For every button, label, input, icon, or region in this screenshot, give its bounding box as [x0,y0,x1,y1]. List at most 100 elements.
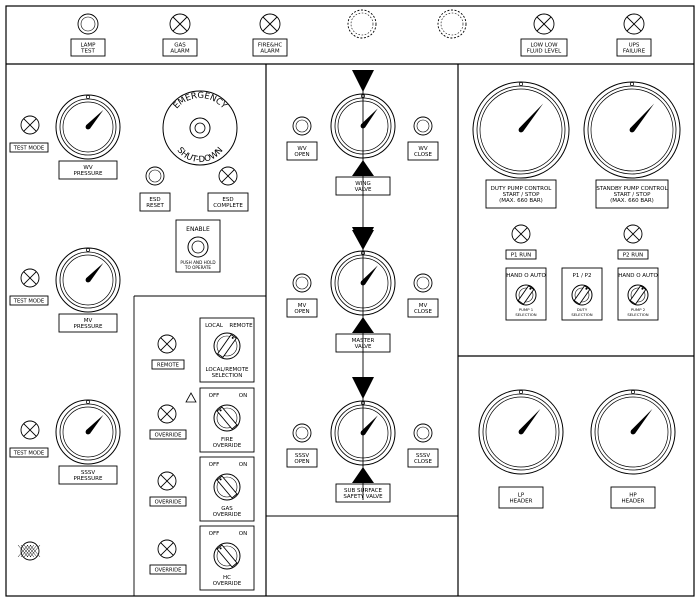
gauge-dial [62,254,114,306]
gauge-dial [62,406,114,458]
label-text: DUTY [577,307,588,312]
switch-handle[interactable] [216,544,238,568]
label-text: P1 / P2 [573,273,592,279]
lamp-inner-ring [295,119,309,133]
label-text: VALVE [355,187,372,193]
override-switch[interactable] [213,542,241,570]
label-frame [286,141,318,161]
gauge-bezel-inner [59,251,117,309]
label-text: OVERRIDE [213,512,242,518]
label-text: MV [84,318,93,324]
override-frame [149,564,187,575]
cross-line [221,169,235,183]
label-text: REMOTE [229,323,253,329]
lp-header-gauge [478,389,564,475]
panel-frame [5,5,695,597]
test-mode-lamp [20,115,40,135]
gauge-bezel [55,247,121,313]
alarm-lamp [533,13,555,35]
lamp-ring [169,13,191,35]
test-mode-lamp [20,268,40,288]
test-mode-button[interactable]: TEST MODE [9,295,49,306]
test-mode-lamp [20,420,40,440]
lamp-inner-ring [295,426,309,440]
label-text: ENABLE [186,226,210,233]
lamp-test-button[interactable] [77,13,99,35]
gauge-screw [361,94,365,98]
valve-open-button[interactable] [292,423,312,443]
test-mode-frame [9,295,49,306]
gauge-hub [85,124,91,130]
pump-selector-knob[interactable] [627,284,649,306]
pump-selector-knob[interactable] [571,284,593,306]
valve-arrow-down [352,70,374,92]
esd-reset-button[interactable] [145,166,165,186]
spare-lamp-inner [350,12,374,36]
enable-button-ring [187,236,209,258]
grille-line [23,544,35,558]
test-mode-button[interactable]: TEST MODE [9,142,49,153]
label-frame [58,160,118,180]
label-frame [407,448,439,468]
valve-close-button[interactable] [413,273,433,293]
gauge-needle [361,265,378,285]
label-text: OVERRIDE [213,443,242,449]
valve-close-button[interactable] [413,116,433,136]
label-text: ESD [149,197,160,203]
label-text: LOW LOW [530,42,558,48]
pump-selector-knob[interactable] [515,284,537,306]
label-text: REMOTE [157,363,179,369]
label-text: ON [239,531,247,537]
switch-handle[interactable] [216,475,238,499]
valve-open-button[interactable] [292,116,312,136]
label-text: OFF [209,393,220,399]
gauge-bezel-inner [334,404,392,462]
cross-line [160,337,174,351]
switch-handle[interactable] [573,285,591,305]
switch-handle[interactable] [517,285,535,305]
gauge-hub [85,429,91,435]
label-text: ALARM [260,49,280,55]
lamp-ring [292,116,312,136]
label-text: PRESSURE [74,171,103,177]
label-frame [335,333,391,353]
override-switch[interactable] [213,473,241,501]
spare-lamp-inner [440,12,464,36]
label-text: SAFETY VALVE [343,494,383,500]
gauge-bezel [583,81,681,179]
lamp-ring [20,268,40,288]
label-text: SSSV [416,453,430,459]
override-switch[interactable] [213,404,241,432]
esd-top-text-path: EMERGENCY [172,91,229,112]
lamp-ring [157,404,177,424]
valve-open-button[interactable] [292,273,312,293]
spare-lamp-ring [437,9,467,39]
label-text: WV [83,165,92,171]
pressure-gauge [55,399,121,465]
label-text: HP [629,492,637,498]
valve-close-button[interactable] [413,423,433,443]
local-remote-switch[interactable] [213,332,241,360]
override-indicator-label: OVERRIDE [149,496,187,507]
switch-handle[interactable] [217,333,237,359]
label-text: OPEN [294,459,309,465]
switch-handle[interactable] [216,406,238,430]
gauge-dial [337,257,389,309]
switch-handle[interactable] [629,285,647,305]
test-mode-button[interactable]: TEST MODE [9,447,49,458]
